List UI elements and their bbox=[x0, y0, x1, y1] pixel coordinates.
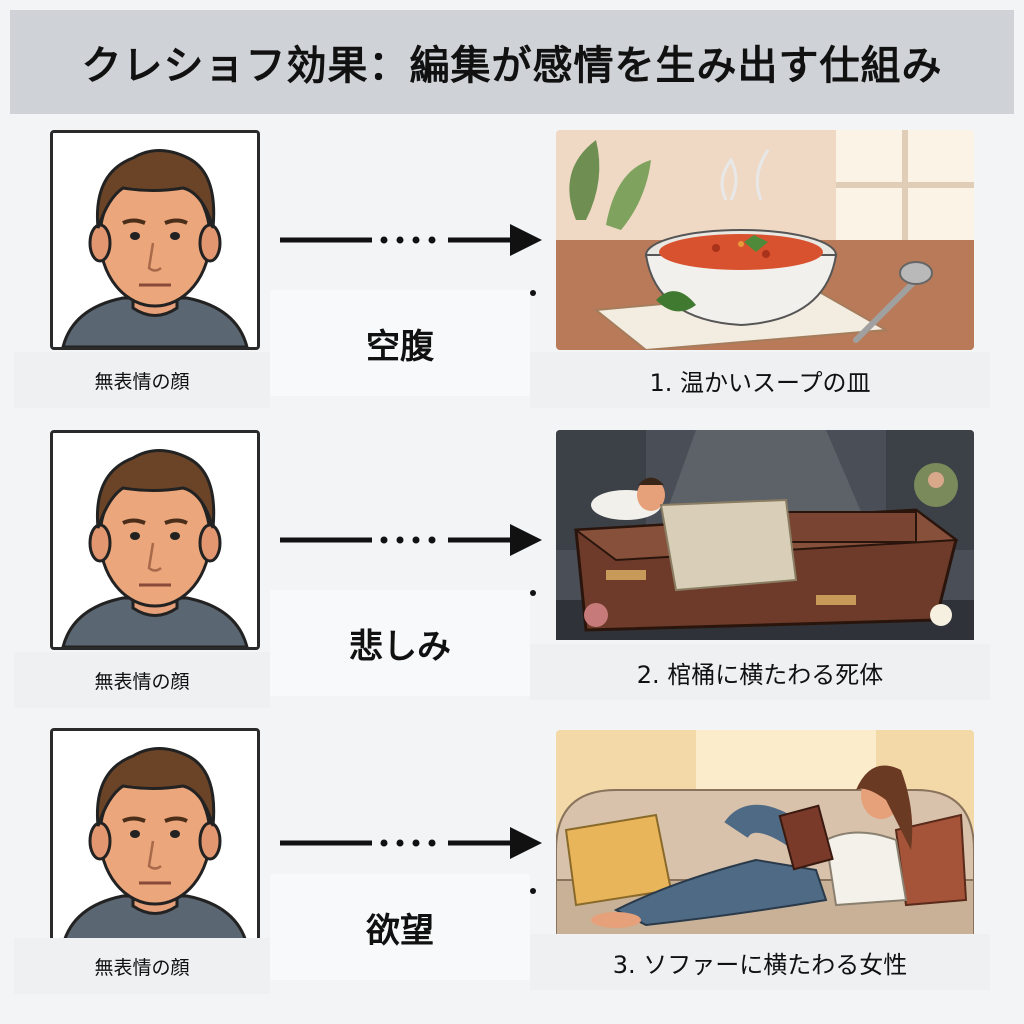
neutral-face-card bbox=[50, 130, 260, 350]
row-hunger: 無表情の顔 空腹 bbox=[0, 130, 1024, 420]
neutral-face-illustration bbox=[53, 133, 257, 347]
scene-caption: 1. 温かいスープの皿 bbox=[530, 352, 990, 408]
face-caption: 無表情の顔 bbox=[14, 938, 270, 994]
scene-caption: 3. ソファーに横たわる女性 bbox=[530, 934, 990, 990]
neutral-face-card bbox=[50, 728, 260, 948]
emotion-label: 欲望 bbox=[270, 874, 530, 980]
row-desire: 無表情の顔 欲望 3. ソファーに横たわる女性 bbox=[0, 728, 1024, 1018]
soup-scene bbox=[556, 130, 974, 350]
emotion-label: 空腹 bbox=[270, 290, 530, 396]
face-caption: 無表情の顔 bbox=[14, 352, 270, 408]
emotion-label: 悲しみ bbox=[270, 590, 530, 696]
bullet-dot bbox=[530, 290, 536, 296]
neutral-face-illustration bbox=[53, 433, 257, 647]
arrow-right-icon bbox=[280, 524, 542, 556]
scene-caption: 2. 棺桶に横たわる死体 bbox=[530, 644, 990, 700]
arrow-right-icon bbox=[280, 224, 542, 256]
face-caption: 無表情の顔 bbox=[14, 652, 270, 708]
row-sadness: 無表情の顔 悲しみ bbox=[0, 430, 1024, 720]
bullet-dot bbox=[530, 590, 536, 596]
neutral-face-illustration bbox=[53, 731, 257, 945]
page-title: クレショフ効果：編集が感情を生み出す仕組み bbox=[81, 43, 943, 89]
soup-bowl-illustration bbox=[556, 130, 974, 350]
coffin-scene bbox=[556, 430, 974, 650]
sofa-scene bbox=[556, 730, 974, 950]
arrow-right-icon bbox=[280, 827, 542, 859]
woman-on-sofa-illustration bbox=[556, 730, 974, 936]
neutral-face-card bbox=[50, 430, 260, 650]
title-bar: クレショフ効果：編集が感情を生み出す仕組み bbox=[10, 10, 1014, 114]
coffin-illustration bbox=[556, 430, 974, 640]
bullet-dot bbox=[530, 888, 536, 894]
